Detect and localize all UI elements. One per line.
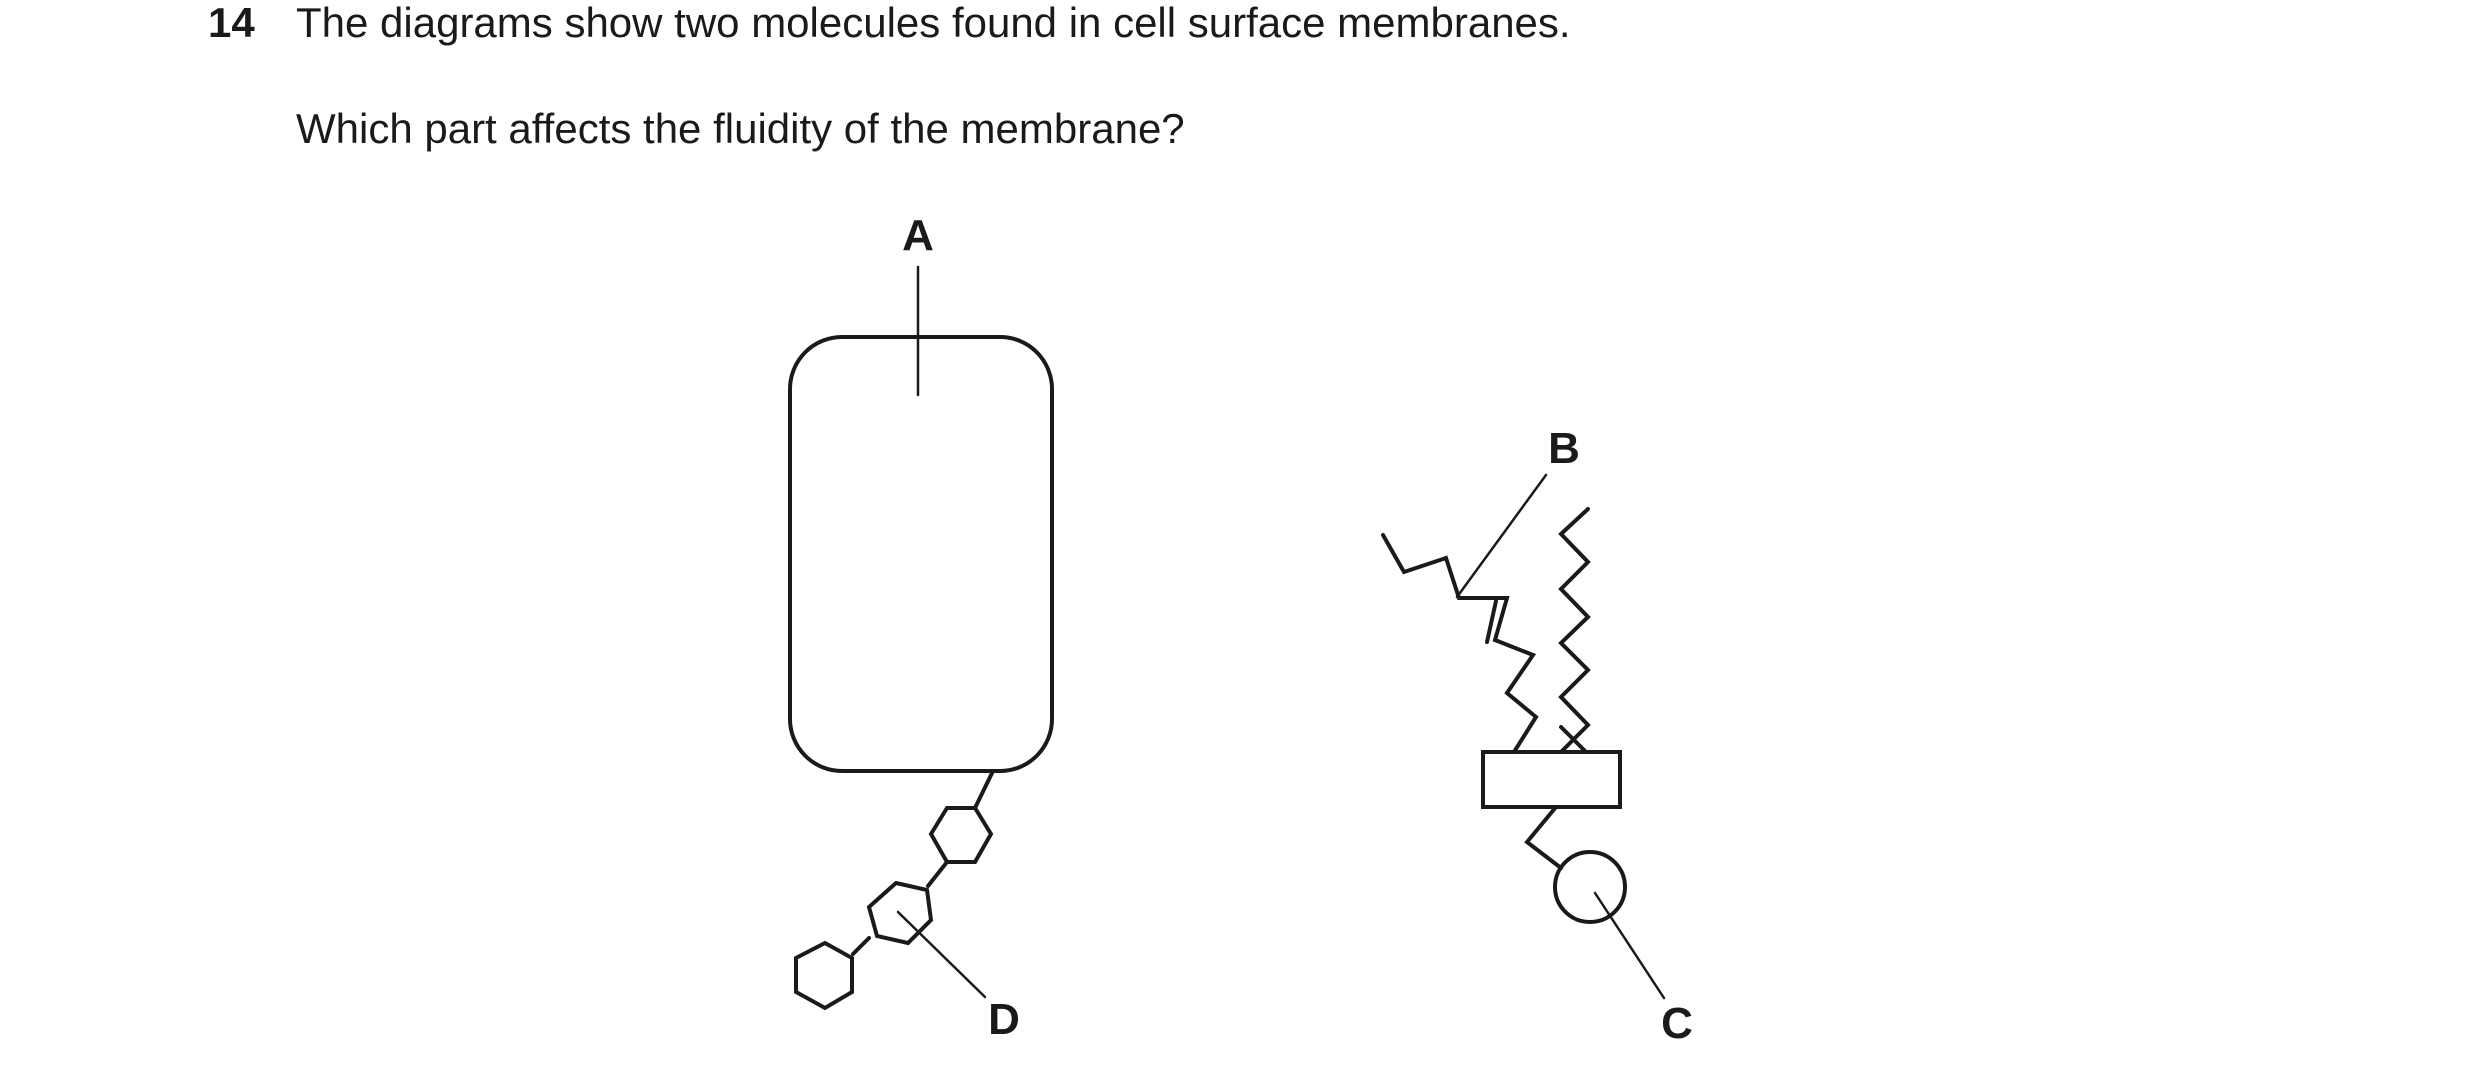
label-d-leader (896, 910, 987, 999)
label-d: D (988, 995, 1020, 1044)
phosphate-link (1524, 805, 1563, 870)
glycerol-block (1481, 750, 1622, 809)
question-prompt: Which part affects the fluidity of the m… (296, 105, 1185, 152)
question-stem: The diagrams show two molecules found in… (296, 0, 1571, 46)
label-b-leader (1455, 473, 1548, 599)
phosphate-head (1553, 850, 1627, 924)
label-c: C (1661, 999, 1693, 1048)
carbohydrate-chain (794, 769, 995, 1011)
sugar-ring-2 (866, 880, 934, 946)
sugar-ring-3 (794, 940, 854, 1011)
double-bond-line (1485, 599, 1498, 644)
sugar-ring-1 (928, 806, 994, 864)
unsaturated-fatty-acid-tail (1381, 533, 1539, 754)
saturated-fatty-acid-tail (1558, 507, 1591, 754)
glycoprotein-protein-body (788, 335, 1054, 773)
label-b: B (1548, 424, 1580, 473)
label-a: A (902, 211, 934, 260)
question-number: 14 (208, 0, 255, 46)
label-c-leader (1593, 891, 1666, 1000)
